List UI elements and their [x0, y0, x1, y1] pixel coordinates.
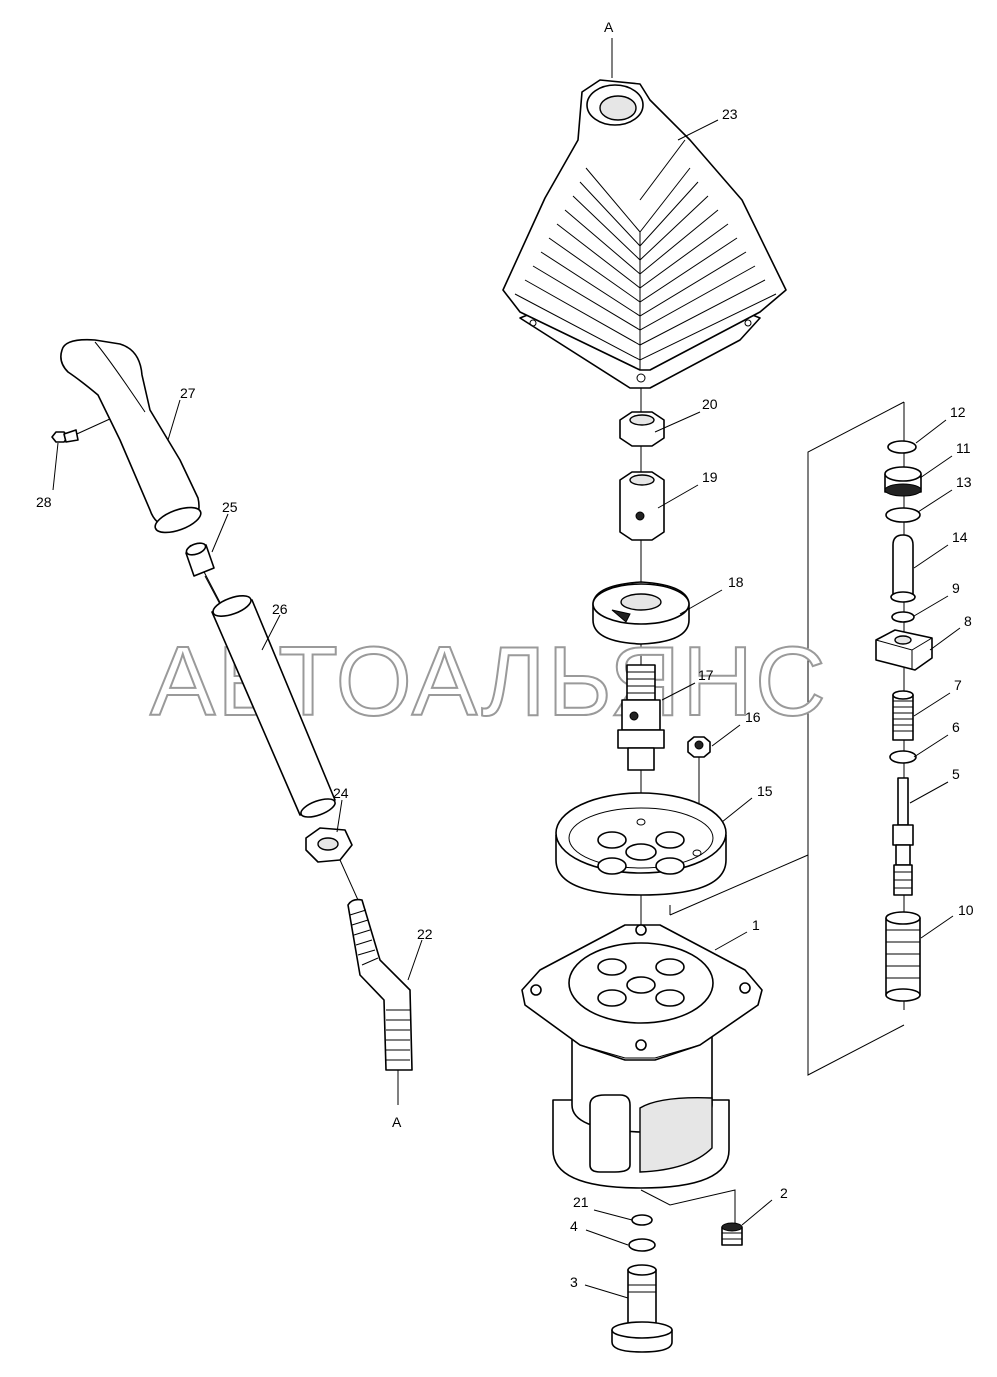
- housing-part-1: [521, 924, 763, 1189]
- label-14: 14: [952, 529, 968, 545]
- nut-part-24: [305, 827, 353, 863]
- o-ring-part-21: [631, 1214, 653, 1226]
- callout-leaders: [52, 119, 961, 1299]
- mark-a-bottom: A: [392, 1114, 402, 1130]
- nut-part-20: [619, 411, 665, 447]
- label-16: 16: [745, 709, 761, 725]
- label-4: 4: [570, 1218, 578, 1234]
- seal-part-11: [884, 466, 922, 497]
- label-26: 26: [272, 601, 288, 617]
- washer-part-6: [889, 750, 917, 764]
- nut-part-16: [687, 736, 711, 758]
- grip-part-27: [60, 338, 202, 534]
- pusher-part-14: [890, 534, 916, 603]
- switch-part-25: [185, 542, 223, 609]
- label-15: 15: [757, 783, 773, 799]
- part-labels: A A 23 20 19 18 17 16 15 1 2 21 4 3 12 1…: [36, 19, 974, 1290]
- label-12: 12: [950, 404, 966, 420]
- mark-a-top: A: [604, 19, 614, 35]
- label-2: 2: [780, 1185, 788, 1201]
- tube-part-26: [211, 595, 336, 818]
- label-17: 17: [698, 667, 714, 683]
- label-1: 1: [752, 917, 760, 933]
- boot-part-23: [502, 79, 787, 389]
- label-10: 10: [958, 902, 974, 918]
- coupling-part-19: [619, 471, 665, 541]
- label-19: 19: [702, 469, 718, 485]
- label-3: 3: [570, 1274, 578, 1290]
- label-7: 7: [954, 677, 962, 693]
- spring-part-7: [892, 690, 914, 741]
- cover-part-15: [555, 792, 727, 896]
- plug-part-2: [721, 1222, 743, 1246]
- lever-part-22: [347, 898, 413, 1071]
- label-5: 5: [952, 766, 960, 782]
- label-20: 20: [702, 396, 718, 412]
- label-21: 21: [573, 1194, 589, 1210]
- spring-part-10: [885, 911, 921, 1002]
- label-6: 6: [952, 719, 960, 735]
- disc-part-18: [592, 581, 690, 645]
- shaft-part-3: [611, 1264, 673, 1353]
- label-9: 9: [952, 580, 960, 596]
- label-11: 11: [956, 440, 971, 456]
- label-22: 22: [417, 926, 433, 942]
- o-ring-part-13: [885, 507, 921, 523]
- label-8: 8: [964, 613, 972, 629]
- o-ring-part-4: [628, 1238, 656, 1252]
- label-27: 27: [180, 385, 196, 401]
- label-23: 23: [722, 106, 738, 122]
- label-18: 18: [728, 574, 744, 590]
- plunger-part-5: [892, 777, 914, 896]
- ring-part-12: [887, 440, 917, 454]
- plate-part-8: [875, 629, 933, 671]
- ring-part-9: [891, 611, 915, 623]
- joint-part-17: [617, 664, 665, 771]
- label-24: 24: [333, 785, 349, 801]
- label-25: 25: [222, 499, 238, 515]
- screw-part-28: [51, 429, 79, 443]
- label-13: 13: [956, 474, 972, 490]
- label-28: 28: [36, 494, 52, 510]
